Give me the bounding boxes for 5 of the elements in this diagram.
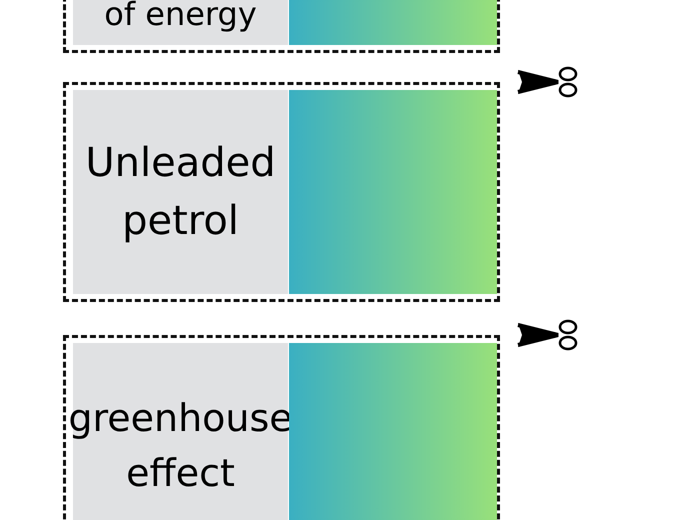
term-text: of energy [104, 0, 257, 35]
flashcard [63, 335, 500, 520]
term-text: greenhouse effect [68, 395, 293, 498]
flashcard [63, 82, 500, 302]
term-text: Unleaded petrol [84, 139, 277, 246]
